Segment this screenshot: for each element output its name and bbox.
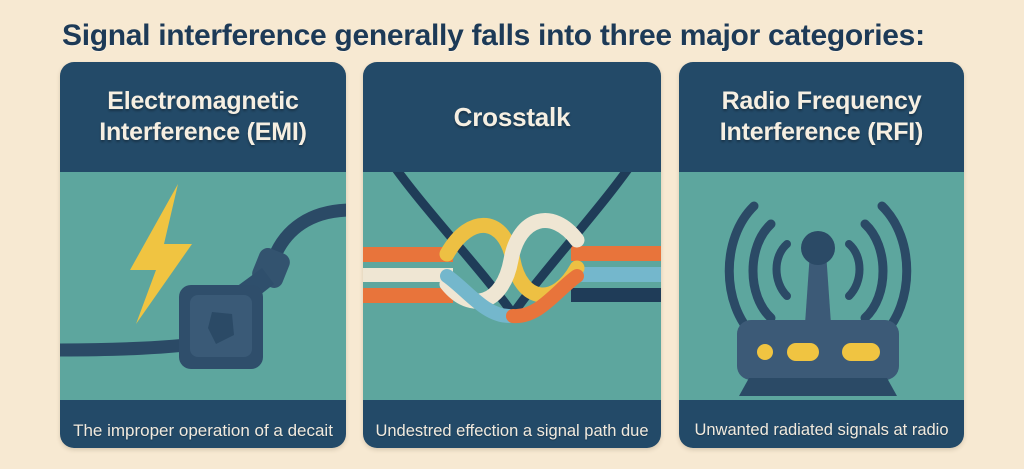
card-body-emi: The improper operation of a decait due t… (60, 400, 346, 449)
card-body-crosstalk: Undestred effection a signal path due to… (363, 400, 661, 448)
category-card-crosstalk: Crosstalk (363, 62, 661, 448)
card-heading-text: Radio Frequency Interference (RFI) (719, 87, 924, 146)
rfi-illustration-svg (679, 172, 964, 400)
card-header-crosstalk: Crosstalk (363, 62, 661, 172)
signal-arc-right-inner-icon (845, 240, 864, 300)
antenna-tip (801, 231, 835, 265)
wire-right-orange (571, 246, 661, 261)
page-title: Signal interference generally falls into… (62, 19, 925, 52)
wire-twist-lightblue (440, 269, 516, 323)
wire-right-navy (571, 288, 661, 302)
illustration-emi-lightning-plug (60, 172, 346, 400)
card-body-text: The improper operation of a decait due t… (73, 420, 333, 449)
router-base (739, 378, 897, 396)
wire-right-lightblue (571, 267, 661, 282)
router-led-3 (842, 343, 880, 361)
illustration-background (363, 172, 661, 400)
router-led-2 (787, 343, 819, 361)
signal-arc-left-mid-icon (748, 219, 776, 323)
plug-pin-detail (208, 312, 234, 344)
category-card-emi: Electromagnetic Interference (EMI) (60, 62, 346, 448)
wire-left-orange-top (363, 247, 453, 262)
card-header-rfi: Radio Frequency Interference (RFI) (679, 62, 964, 172)
signal-arc-right-mid-icon (860, 219, 888, 323)
router-led-1 (757, 344, 773, 360)
wire-twist-orange (506, 269, 584, 324)
card-body-rfi: Unwanted radiated signals at radio frequ… (679, 400, 964, 449)
signal-arc-left-inner-icon (772, 240, 791, 300)
wire-left-cream (363, 268, 453, 282)
category-card-rfi: Radio Frequency Interference (RFI) (679, 62, 964, 448)
illustration-crosstalk-wires (363, 172, 661, 400)
lightning-bolt-icon (130, 184, 192, 324)
cable-right-segment (267, 203, 346, 265)
illustration-rfi-router (679, 172, 964, 400)
card-body-text: Unwanted radiated signals at radio frequ… (694, 420, 949, 449)
card-header-emi: Electromagnetic Interference (EMI) (60, 62, 346, 172)
emi-illustration-svg (60, 172, 346, 400)
wire-left-orange-bottom (363, 288, 453, 303)
card-heading-text: Crosstalk (453, 101, 571, 132)
antenna-mast (805, 252, 831, 324)
card-heading-text: Electromagnetic Interference (EMI) (99, 87, 307, 146)
card-body-text: Undestred effection a signal path due to… (375, 422, 649, 448)
crosstalk-illustration-svg (363, 172, 661, 400)
